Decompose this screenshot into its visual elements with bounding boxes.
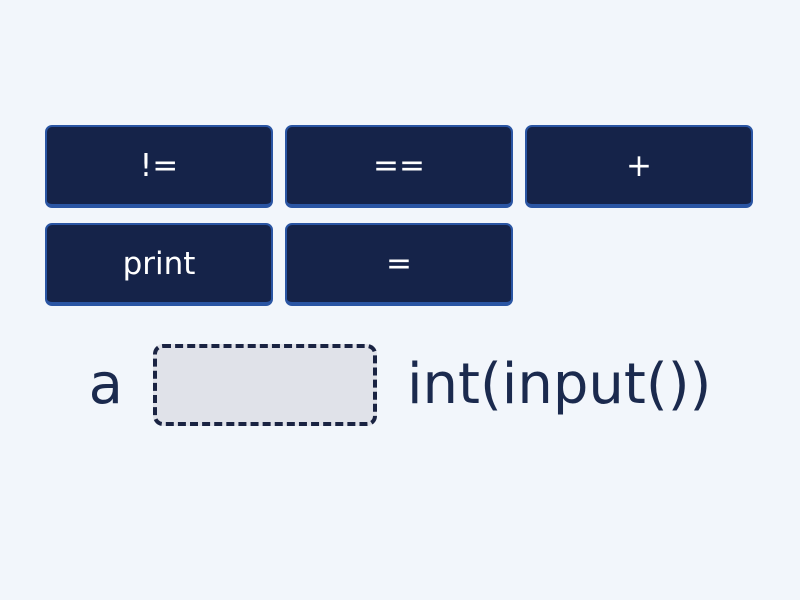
question-sentence: a int(input()) <box>0 330 800 440</box>
answer-tile-equals[interactable]: = <box>285 223 513 306</box>
answer-tile-equal-equal[interactable]: == <box>285 125 513 208</box>
answer-blank-dropzone[interactable] <box>152 344 377 426</box>
answer-tile-plus[interactable]: + <box>525 125 753 208</box>
sentence-text-before: a <box>88 352 123 417</box>
answer-tiles: != == + print = <box>45 125 757 306</box>
sentence-text-after: int(input()) <box>406 352 712 417</box>
answer-tile-print[interactable]: print <box>45 223 273 306</box>
answer-tile-not-equal[interactable]: != <box>45 125 273 208</box>
